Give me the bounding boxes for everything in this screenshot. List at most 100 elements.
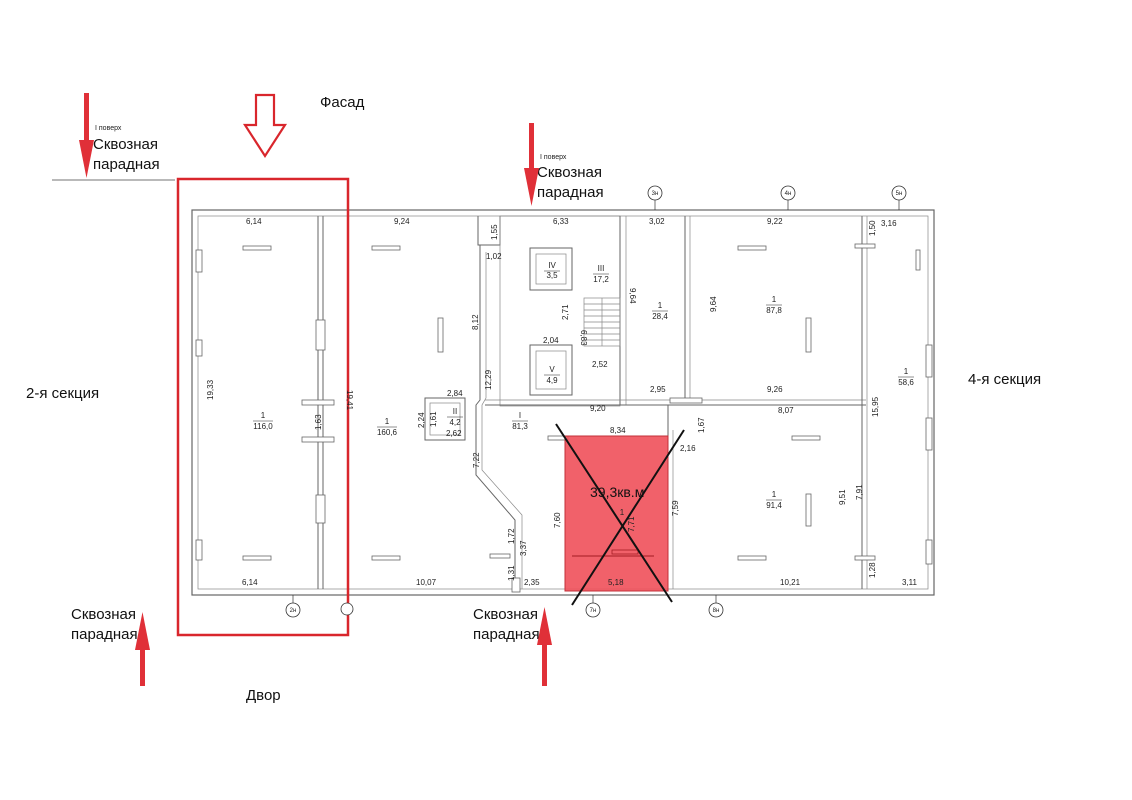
dimension: 6,14 <box>246 217 262 226</box>
passage-label-line2: парадная <box>93 156 160 173</box>
dimension: 6,83 <box>579 330 588 346</box>
dimension: 10,21 <box>780 578 801 587</box>
passage-label-line2: парадная <box>473 626 540 643</box>
svg-text:4н: 4н <box>785 191 792 197</box>
room-num: 1 <box>772 490 777 499</box>
dimension: 1,02 <box>486 252 502 261</box>
dimension: 2,04 <box>543 336 559 345</box>
svg-text:2н: 2н <box>290 608 297 614</box>
dimension: 7,91 <box>855 484 864 500</box>
dimension: 8,34 <box>610 426 626 435</box>
stairs <box>583 297 621 347</box>
room-area: 4,9 <box>546 376 558 385</box>
arrow-up-icon <box>135 612 150 686</box>
dimension: 9,24 <box>394 217 410 226</box>
dimension: 7,59 <box>671 500 680 516</box>
outer-walls <box>191 209 935 596</box>
room-num: 1 <box>658 301 663 310</box>
svg-text:5н: 5н <box>896 191 903 197</box>
passage-label: Сквозная <box>537 164 602 181</box>
dimension: 12,29 <box>484 369 493 390</box>
dimension: 1,72 <box>507 528 516 544</box>
section-right-label: 4-я секция <box>968 371 1041 388</box>
room-underlines <box>253 270 914 501</box>
dimension: 3,02 <box>649 217 665 226</box>
room-num: I <box>519 411 521 420</box>
dimension: 1,67 <box>697 417 706 433</box>
dimension: 9,51 <box>838 489 847 505</box>
dimension: 3,37 <box>519 540 528 556</box>
room-area: 58,6 <box>898 378 914 387</box>
dimension-labels: 6,14 9,24 6,33 3,02 9,22 3,16 1,55 1,02 … <box>206 217 918 587</box>
dimension: 7,71 <box>627 516 636 532</box>
dimension: 9,64 <box>628 288 637 304</box>
dimension: 3,11 <box>902 578 918 587</box>
room-area: 4,2 <box>449 418 461 427</box>
dimension: 9,20 <box>590 404 606 413</box>
room-num: III <box>598 264 605 273</box>
dimension: 19,41 <box>345 390 354 411</box>
room-num: 1 <box>385 417 390 426</box>
arrow-down-icon <box>524 123 539 206</box>
axis-marker: 2н <box>285 602 301 618</box>
dimension: 6,33 <box>553 217 569 226</box>
yard-label: Двор <box>246 687 281 704</box>
passage-label-line2: парадная <box>71 626 138 643</box>
dimension: 10,07 <box>416 578 437 587</box>
dimension: 8,07 <box>778 406 794 415</box>
svg-text:7н: 7н <box>590 608 597 614</box>
room-num: IV <box>548 261 556 270</box>
section-left-label: 2-я секция <box>26 385 99 402</box>
arrow-up-icon <box>537 607 552 686</box>
axis-marker: 3н <box>647 185 663 201</box>
room-area: 116,0 <box>253 422 273 431</box>
room-area: 28,4 <box>652 312 668 321</box>
room-area: 160,6 <box>377 428 398 437</box>
dimension: 1,28 <box>868 562 877 578</box>
arrow-down-icon <box>79 93 94 178</box>
dimension: 2,52 <box>592 360 608 369</box>
dimension: 6,14 <box>242 578 258 587</box>
dimension: 7,60 <box>553 512 562 528</box>
dimension: 2,24 <box>417 412 426 428</box>
dimension: 7,22 <box>472 452 481 468</box>
room-area: 91,4 <box>766 501 782 510</box>
axis-marker: 5н <box>891 185 907 201</box>
room-area: 17,2 <box>593 275 609 284</box>
room-labels: 1 116,0 1 160,6 II 4,2 I 81,3 IV 3,5 V 4… <box>253 261 914 517</box>
dimension: 9,22 <box>767 217 783 226</box>
arrows <box>79 93 552 686</box>
passage-label: Сквозная <box>93 136 158 153</box>
dimension: 1,50 <box>868 220 877 236</box>
floor-note: I поверх <box>95 125 122 132</box>
room-num: V <box>549 365 555 374</box>
axis-marker: 8н <box>708 602 724 618</box>
dimension: 1,61 <box>429 411 438 427</box>
highlight-area <box>564 435 669 592</box>
dimension: 9,26 <box>767 385 783 394</box>
dimension: 1,63 <box>314 414 323 430</box>
dimension: 2,62 <box>446 429 462 438</box>
room-area: 87,8 <box>766 306 782 315</box>
axis-marker: 7н <box>585 602 601 618</box>
dimension: 15,95 <box>871 396 880 417</box>
dimension: 19,33 <box>206 379 215 400</box>
cross-line-2 <box>571 429 685 606</box>
facade-arrow-icon <box>242 93 288 159</box>
facade-label: Фасад <box>320 94 365 111</box>
room-area: 3,5 <box>546 271 558 280</box>
dimension: 2,16 <box>680 444 696 453</box>
dimension: 2,35 <box>524 578 540 587</box>
dimension: 2,95 <box>650 385 666 394</box>
annotations: Фасад Двор 2-я секция 4-я секция I повер… <box>26 94 1041 704</box>
room-area: 81,3 <box>512 422 528 431</box>
floor-note: I поверх <box>540 154 567 161</box>
svg-text:3н: 3н <box>652 191 659 197</box>
room-num: 1 <box>904 367 909 376</box>
dimension: 5,18 <box>608 578 624 587</box>
svg-text:8н: 8н <box>713 608 720 614</box>
passage-label: Сквозная <box>71 606 136 623</box>
highlight-area-label: 39,3кв.м <box>590 484 644 500</box>
dimension: 9,64 <box>709 296 718 312</box>
